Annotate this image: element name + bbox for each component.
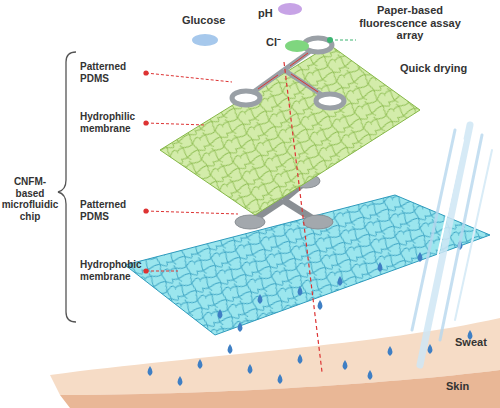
- chloride-spot: [285, 40, 309, 52]
- ph-label: pH: [258, 7, 282, 20]
- airflow-streaks: [412, 125, 492, 365]
- chip-label: CNFM-based microfluidic chip: [0, 176, 60, 222]
- leader-dots: [143, 70, 148, 273]
- layer-label: Hydrophobic membrane: [80, 259, 142, 282]
- glucose-spot: [192, 34, 218, 46]
- flow-arrows: [258, 53, 318, 92]
- membrane-drops: [218, 240, 463, 332]
- hydrophilic-membrane: [160, 45, 420, 215]
- assay-array-label: Paper-based fluorescence assay array: [352, 4, 468, 42]
- layer-label: Hydrophilic membrane: [80, 111, 142, 134]
- chloride-label: Cl⁻: [266, 36, 290, 49]
- flow-path-line: [284, 62, 322, 372]
- assay-leader-dot: [327, 37, 333, 43]
- glucose-label: Glucose: [182, 14, 232, 27]
- assay-leader: [330, 40, 356, 41]
- hydrophilic-mesh: [160, 45, 420, 215]
- skin-side: [60, 370, 500, 408]
- drying-label: Quick drying: [400, 62, 490, 75]
- layer-label: Patterned PDMS: [80, 199, 142, 222]
- chip-bracket: [58, 52, 76, 322]
- layer-label: Patterned PDMS: [80, 61, 142, 84]
- ph-spot: [278, 3, 302, 15]
- sweat-label: Sweat: [455, 336, 499, 349]
- skin-label: Skin: [446, 380, 490, 393]
- label-leaders: [146, 73, 238, 271]
